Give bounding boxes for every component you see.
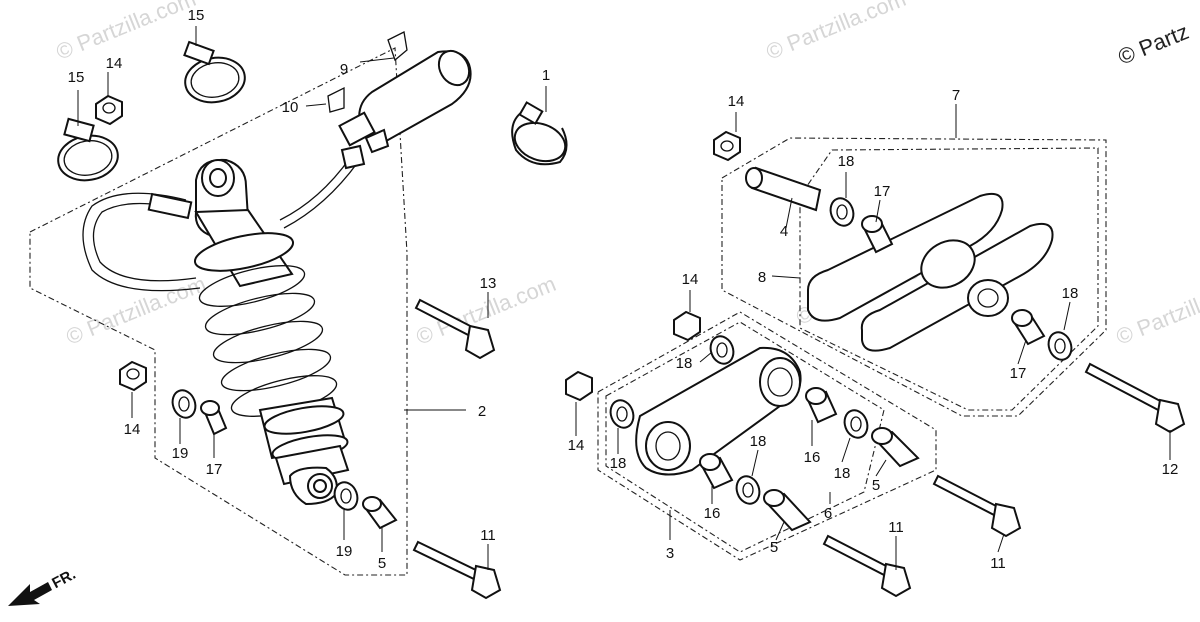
- callout-14: 14: [728, 93, 745, 110]
- callout-14: 14: [124, 421, 141, 438]
- leader-lines: [77, 26, 1171, 570]
- callout-14: 14: [682, 271, 699, 288]
- callout-13: 13: [480, 275, 497, 292]
- link-inner-boundary: [605, 321, 885, 553]
- copyright-text: © Partz: [1115, 19, 1193, 70]
- bolt-13: [414, 298, 496, 360]
- watermark: © Partzilla.com: [53, 0, 200, 65]
- callout-7: 7: [952, 87, 960, 104]
- callout-5: 5: [770, 539, 778, 556]
- shock-absorber: [193, 158, 350, 506]
- seal: [709, 335, 735, 365]
- callout-5: 5: [872, 477, 880, 494]
- hose-clamp: [190, 62, 240, 98]
- callout-17: 17: [874, 183, 891, 200]
- callout-labels: 1 2 3 4 5 5 5 6 7 8 9 10 11 11 11 12 13 …: [68, 7, 1179, 572]
- shock-reservoir: [338, 49, 472, 154]
- seal: [333, 481, 359, 511]
- hose-fitting: [340, 144, 366, 170]
- hose-clamp-latch: [518, 101, 544, 125]
- seal: [609, 399, 635, 429]
- callout-16: 16: [804, 449, 821, 466]
- callout-18: 18: [750, 433, 767, 450]
- nut: [565, 370, 593, 402]
- nut: [713, 130, 741, 162]
- callout-1: 1: [542, 67, 550, 84]
- callout-8: 8: [758, 269, 766, 286]
- arm-assembly-boundary: [721, 137, 1107, 417]
- watermark: © Partzilla.com: [1113, 271, 1200, 350]
- seal: [171, 389, 197, 419]
- callout-9: 9: [340, 61, 348, 78]
- seal: [735, 475, 761, 505]
- callout-15: 15: [188, 7, 205, 24]
- callout-3: 3: [666, 545, 674, 562]
- callout-10: 10: [282, 99, 299, 116]
- callout-15: 15: [68, 69, 85, 86]
- front-arrow-icon: [8, 582, 52, 606]
- callout-17: 17: [206, 461, 223, 478]
- preload-hose: [82, 192, 201, 292]
- callout-12: 12: [1162, 461, 1179, 478]
- callout-16: 16: [704, 505, 721, 522]
- hose-clamp-latch: [63, 117, 95, 143]
- callout-14: 14: [568, 437, 585, 454]
- callout-17: 17: [1010, 365, 1027, 382]
- link-plate: [807, 192, 1054, 352]
- callout-18: 18: [610, 455, 627, 472]
- callout-11: 11: [480, 527, 496, 544]
- reservoir-hose: [283, 161, 359, 229]
- hose-fitting: [147, 192, 193, 220]
- decal-9: [387, 31, 408, 62]
- callout-14: 14: [106, 55, 123, 72]
- seal: [829, 197, 855, 227]
- callout-2: 2: [478, 403, 486, 420]
- bolt-11: [412, 540, 502, 600]
- callout-6: 6: [824, 505, 832, 522]
- link-assembly-boundary: [597, 311, 937, 561]
- bolt-11: [822, 534, 912, 598]
- hose-clamp: [63, 140, 113, 176]
- hose-clamp-latch: [183, 40, 215, 66]
- preload-hose: [92, 202, 197, 282]
- callout-11: 11: [888, 519, 904, 536]
- watermark: © Partzilla.com: [763, 0, 910, 65]
- cushion-link: [635, 346, 802, 476]
- callout-18: 18: [676, 355, 693, 372]
- front-label: FR.: [49, 566, 78, 592]
- nut: [673, 310, 701, 342]
- callout-19: 19: [336, 543, 353, 560]
- callout-18: 18: [838, 153, 855, 170]
- callout-4: 4: [780, 223, 788, 240]
- nut: [95, 94, 123, 126]
- reservoir-hose: [279, 157, 351, 221]
- seal: [843, 409, 869, 439]
- callout-19: 19: [172, 445, 189, 462]
- decal-10: [327, 86, 345, 113]
- callout-5: 5: [378, 555, 386, 572]
- seal: [1047, 331, 1073, 361]
- callout-11: 11: [990, 555, 1006, 572]
- bolt-12: [1084, 362, 1186, 434]
- callout-18: 18: [834, 465, 851, 482]
- bolt-11: [932, 474, 1022, 538]
- arm-inner-boundary: [799, 147, 1099, 411]
- callout-18: 18: [1062, 285, 1079, 302]
- nut: [119, 360, 147, 392]
- hose-clamp: [513, 121, 567, 163]
- watermark: © Partzilla.com: [63, 271, 210, 350]
